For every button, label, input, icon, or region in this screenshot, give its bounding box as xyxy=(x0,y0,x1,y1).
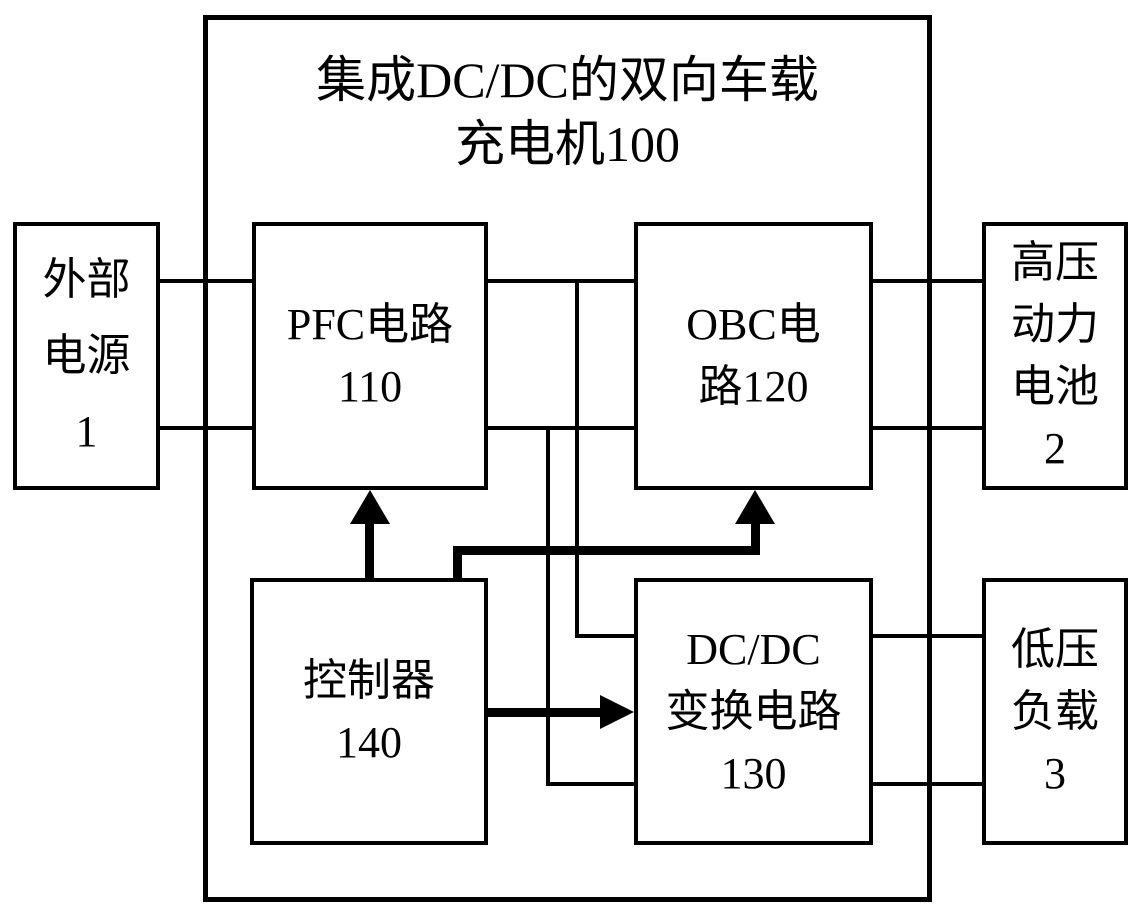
block-dcdc-line1: DC/DC xyxy=(686,624,821,674)
diagram-title: 集成DC/DC的双向车载 充电机100 xyxy=(203,48,932,176)
block-lv-load-line1: 低压 xyxy=(1011,624,1099,674)
block-pfc-ref: 110 xyxy=(337,362,403,411)
arrowhead-to-obc-icon xyxy=(735,490,775,524)
block-controller-ref: 140 xyxy=(336,717,402,767)
block-controller-line1: 控制器 xyxy=(303,655,435,705)
block-external-power-ref: 1 xyxy=(75,407,98,456)
wire-external-pfc-bottom xyxy=(158,426,254,430)
diagram-title-line2: 充电机100 xyxy=(455,116,680,172)
block-pfc-line1: PFC电路 xyxy=(286,300,454,349)
block-dcdc-converter: DC/DC 变换电路 130 xyxy=(634,578,873,845)
wire-dcdc-load-bottom xyxy=(871,782,984,786)
block-lv-load: 低压 负载 3 xyxy=(982,578,1128,845)
control-line-controller-pfc xyxy=(365,518,374,578)
wire-dcdc-load-top xyxy=(871,634,984,638)
wire-bus-dcdc-lower-vertical xyxy=(546,428,550,786)
wire-bus-dcdc-upper-horizontal xyxy=(575,634,636,638)
block-external-power-line2: 电源 xyxy=(42,331,131,380)
block-external-power: 外部 电源 1 xyxy=(13,222,160,490)
control-line-controller-obc-horizontal xyxy=(453,546,760,555)
wire-pfc-obc-bottom xyxy=(486,426,636,430)
control-line-controller-obc-riser xyxy=(453,546,462,578)
block-lv-load-ref: 3 xyxy=(1044,748,1066,798)
block-controller: 控制器 140 xyxy=(250,578,488,845)
block-hv-battery-line3: 电池 xyxy=(1011,362,1099,411)
wire-bus-dcdc-upper-vertical xyxy=(575,281,579,638)
control-line-controller-obc-vertical xyxy=(751,518,760,555)
block-pfc-circuit: PFC电路 110 xyxy=(252,222,488,490)
charger-outer-box xyxy=(203,15,932,902)
wire-external-pfc-top xyxy=(158,279,254,283)
control-line-controller-dcdc xyxy=(486,708,602,717)
block-hv-battery-line1: 高压 xyxy=(1011,238,1099,287)
block-dcdc-line2: 变换电路 xyxy=(665,686,842,736)
block-obc-line2: 路120 xyxy=(698,362,809,411)
wire-pfc-obc-top xyxy=(486,279,636,283)
arrowhead-to-pfc-icon xyxy=(350,490,390,524)
block-hv-battery-line2: 动力 xyxy=(1011,300,1099,349)
block-obc-line1: OBC电 xyxy=(686,300,821,349)
block-lv-load-line2: 负载 xyxy=(1011,686,1099,736)
block-obc-circuit: OBC电 路120 xyxy=(634,222,873,490)
diagram-title-line1: 集成DC/DC的双向车载 xyxy=(316,52,819,108)
arrowhead-to-dcdc-icon xyxy=(600,695,634,729)
block-dcdc-ref: 130 xyxy=(720,748,787,798)
wire-bus-dcdc-lower-horizontal xyxy=(546,782,636,786)
block-external-power-line1: 外部 xyxy=(42,255,131,304)
wire-obc-battery-top xyxy=(871,279,984,283)
wire-obc-battery-bottom xyxy=(871,426,984,430)
block-hv-battery-ref: 2 xyxy=(1044,424,1066,473)
block-hv-battery: 高压 动力 电池 2 xyxy=(982,222,1128,490)
